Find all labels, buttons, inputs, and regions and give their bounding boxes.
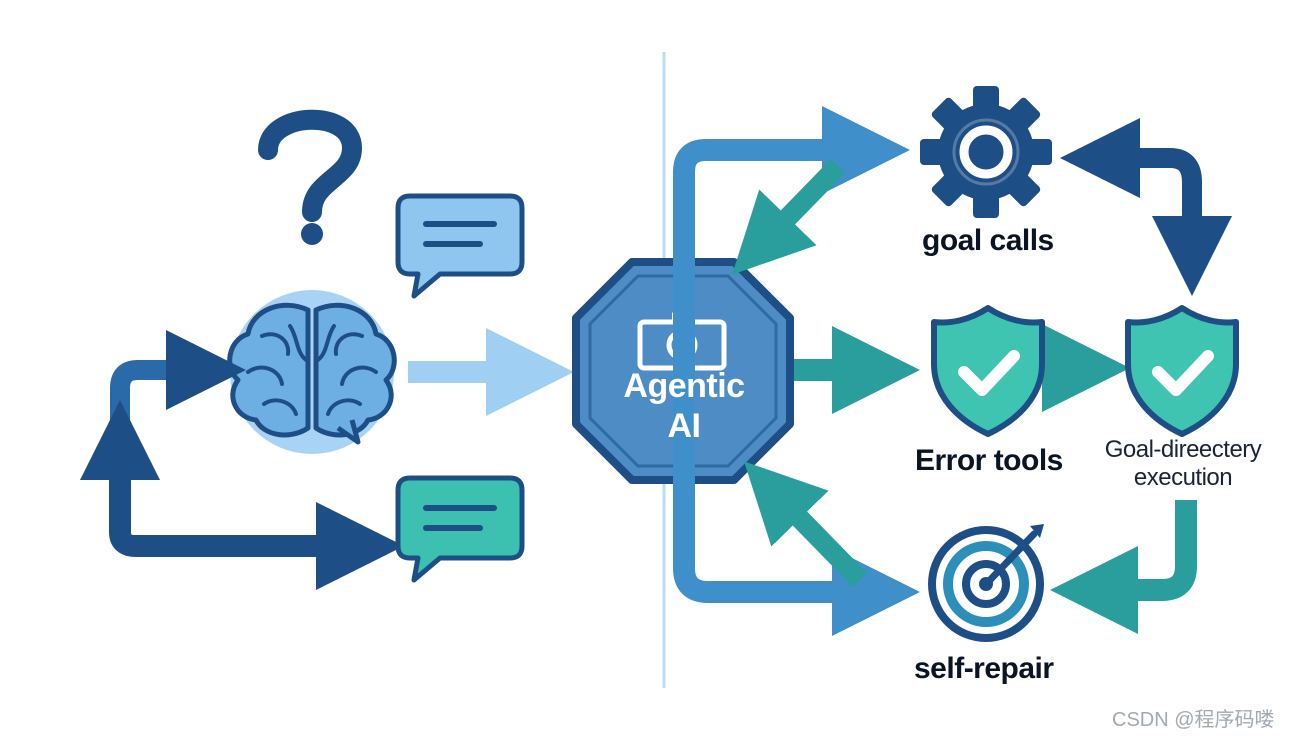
target-icon <box>928 524 1044 642</box>
agentic-ai-label: Agentic AI <box>600 366 768 446</box>
arrow-loop-top <box>673 106 910 380</box>
gear-icon <box>920 86 1052 218</box>
arrow-right-loop-bottom <box>1050 500 1197 634</box>
brain-icon <box>227 290 397 454</box>
arrow-left-down <box>109 468 404 590</box>
chat-bubble-top <box>395 193 525 299</box>
goal-execution-line1: Goal-direectery <box>1104 436 1262 463</box>
arrow-right-loop-top <box>1060 118 1202 252</box>
arrow-left-up <box>110 330 246 420</box>
arrow-loop-bottom <box>673 380 920 636</box>
question-mark-icon <box>258 109 363 245</box>
self-repair-label: self-repair <box>914 652 1054 685</box>
error-tools-label: Error tools <box>915 444 1063 477</box>
watermark: CSDN @程序码喽 <box>1112 709 1275 731</box>
goal-calls-label: goal calls <box>922 224 1054 257</box>
shield-check-icon-left <box>931 305 1045 437</box>
shield-check-icon-right <box>1125 305 1239 437</box>
agentic-ai-line1: Agentic <box>623 367 745 405</box>
agentic-ai-line2: AI <box>667 407 702 445</box>
goal-execution-label: Goal-direectery execution <box>1088 436 1278 492</box>
goal-execution-line2: execution <box>1133 464 1233 491</box>
arrow-gear-to-center <box>732 159 846 275</box>
chat-bubble-bottom <box>395 475 525 583</box>
arrow-target-to-center <box>744 461 868 587</box>
